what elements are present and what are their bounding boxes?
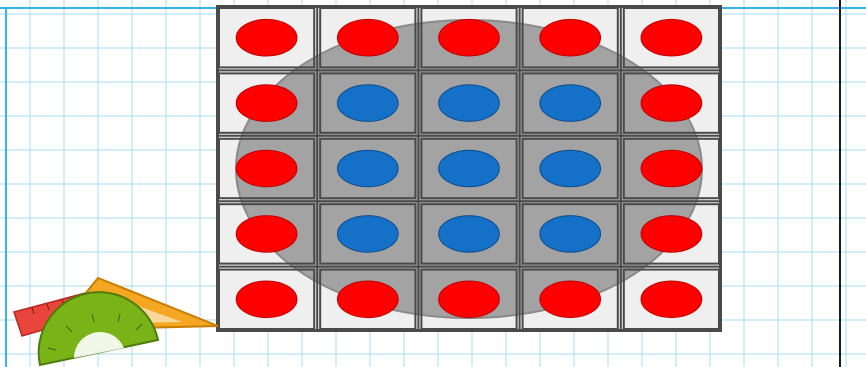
red-dot — [641, 281, 702, 318]
blue-dot — [439, 85, 500, 122]
red-dot — [641, 19, 702, 56]
red-dot — [641, 216, 702, 253]
blue-dot — [337, 85, 398, 122]
red-dot — [236, 85, 297, 122]
red-dot — [236, 150, 297, 187]
blue-dot — [439, 216, 500, 253]
red-dot — [641, 150, 702, 187]
red-dot — [641, 85, 702, 122]
red-dot — [439, 281, 500, 318]
red-dot — [236, 19, 297, 56]
red-dot — [337, 281, 398, 318]
blue-dot — [540, 216, 601, 253]
dot-grid-figure — [216, 5, 722, 332]
blue-dot — [337, 150, 398, 187]
blue-dot — [540, 85, 601, 122]
red-dot — [337, 19, 398, 56]
geometry-tools-clipart — [12, 270, 222, 367]
blue-dot — [337, 216, 398, 253]
red-dot — [540, 281, 601, 318]
red-dot — [236, 216, 297, 253]
blue-dot — [540, 150, 601, 187]
red-dot — [540, 19, 601, 56]
red-dot — [439, 19, 500, 56]
blue-dot — [439, 150, 500, 187]
red-dot — [236, 281, 297, 318]
